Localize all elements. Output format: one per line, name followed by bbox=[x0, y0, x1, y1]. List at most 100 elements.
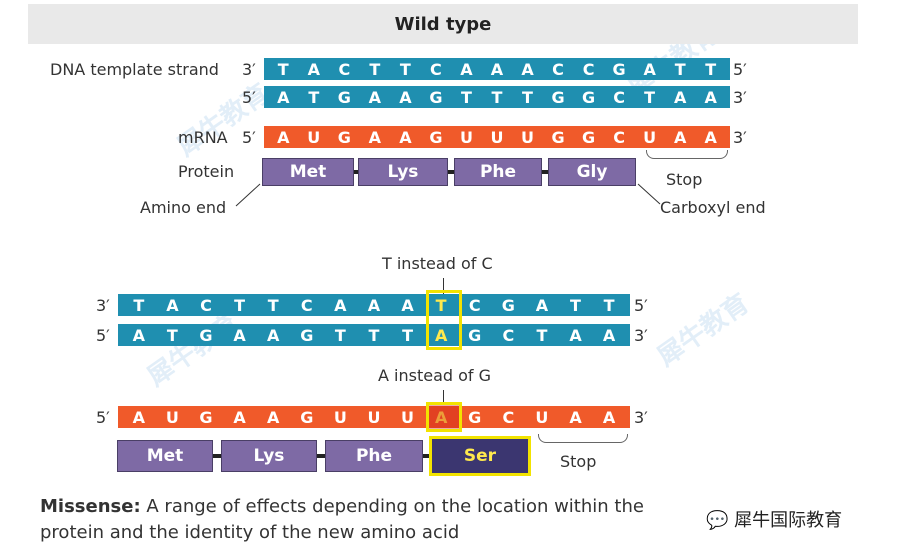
wild-mrna-base: U bbox=[643, 127, 657, 147]
mutant-template-base: G bbox=[501, 295, 515, 315]
m-amino-acid-2: Lys bbox=[221, 440, 317, 472]
wild-template-base: A bbox=[490, 59, 504, 79]
wild-coding-base: T bbox=[644, 87, 656, 107]
wild-template-base: A bbox=[643, 59, 656, 79]
wild-coding-base: G bbox=[551, 87, 565, 107]
coding-left-end: 5′ bbox=[242, 88, 256, 107]
mutant-coding-base: A bbox=[266, 325, 280, 345]
wild-coding-base: C bbox=[613, 87, 625, 107]
wild-coding-base: T bbox=[308, 87, 320, 107]
wild-mrna-base: G bbox=[337, 127, 351, 147]
wild-coding-base: A bbox=[399, 87, 412, 107]
m-stop-label: Stop bbox=[560, 452, 597, 471]
mutant-coding-base: T bbox=[402, 325, 413, 345]
m-coding-left-end: 5′ bbox=[96, 326, 110, 345]
mutant-mrna-base: C bbox=[502, 407, 515, 427]
wild-mrna-base: U bbox=[521, 127, 535, 147]
wild-template-base: A bbox=[307, 59, 320, 79]
wild-mrna-base: G bbox=[551, 127, 565, 147]
wild-coding-base: A bbox=[368, 87, 382, 107]
wild-coding-base: T bbox=[491, 87, 503, 107]
mutant-coding-base: G bbox=[468, 325, 482, 345]
mutant-coding-base: T bbox=[166, 325, 178, 345]
wild-template-base: T bbox=[399, 59, 411, 79]
watermark-text: 犀牛教育 bbox=[172, 78, 275, 163]
amino-acid-3: Phe bbox=[454, 158, 542, 186]
mutant-coding-base: A bbox=[434, 325, 448, 345]
mutant-template-base: A bbox=[334, 295, 347, 315]
mutant-coding-base: T bbox=[334, 325, 346, 345]
a-pointer-line bbox=[443, 390, 444, 404]
wild-template-base: T bbox=[277, 59, 289, 79]
mutant-coding-base: T bbox=[368, 325, 380, 345]
caption-term: Missense: bbox=[40, 496, 141, 517]
mutant-mrna-base: A bbox=[132, 407, 145, 427]
m-template-left-end: 3′ bbox=[96, 296, 110, 315]
stop-brace bbox=[646, 150, 728, 159]
mutant-mrna-base: G bbox=[199, 407, 213, 427]
brand-text: 犀牛国际教育 bbox=[734, 510, 843, 531]
mutant-coding-base: G bbox=[300, 325, 314, 345]
mrna-right-end: 3′ bbox=[733, 128, 747, 147]
m-stop-brace bbox=[538, 434, 628, 443]
protein-label: Protein bbox=[178, 162, 235, 181]
wild-coding-base: G bbox=[429, 87, 443, 107]
wechat-icon: 💬 bbox=[706, 510, 729, 531]
wild-coding-base: T bbox=[460, 87, 472, 107]
wild-mrna-base: A bbox=[277, 127, 290, 147]
amino-end-label: Amino end bbox=[140, 198, 227, 217]
wild-mrna-base: C bbox=[613, 127, 625, 147]
caption: Missense: A range of effects depending o… bbox=[40, 494, 700, 546]
wild-coding-base: A bbox=[673, 87, 687, 107]
m-amino-acid-3: Phe bbox=[325, 440, 423, 472]
mutant-template-base: T bbox=[603, 295, 615, 315]
mutant-mrna-base: G bbox=[468, 407, 482, 427]
mutant-mrna-base: U bbox=[367, 407, 381, 427]
mutant-template-base: C bbox=[468, 295, 481, 315]
mutant-coding-base: T bbox=[536, 325, 548, 345]
wild-template-base: C bbox=[430, 59, 442, 79]
wild-template-base: C bbox=[582, 59, 595, 79]
wild-mrna-base: U bbox=[490, 127, 504, 147]
mutant-mrna-base: G bbox=[300, 407, 314, 427]
coding-right-end: 3′ bbox=[733, 88, 747, 107]
mutant-coding-base: G bbox=[199, 325, 213, 345]
m-template-right-end: 5′ bbox=[634, 296, 648, 315]
mutant-template-base: A bbox=[367, 295, 381, 315]
wild-mrna-base: U bbox=[459, 127, 473, 147]
carboxyl-end-label: Carboxyl end bbox=[660, 198, 766, 217]
peptide-bond bbox=[213, 454, 221, 458]
mutant-mrna-base: U bbox=[165, 407, 179, 427]
mutant-coding-base: A bbox=[233, 325, 246, 345]
caption-line1: A range of effects depending on the loca… bbox=[140, 496, 644, 517]
mutant-template-base: A bbox=[401, 295, 414, 315]
wild-mrna-base: G bbox=[429, 127, 443, 147]
watermark-text: 犀牛教育 bbox=[142, 308, 245, 393]
wild-coding-base: G bbox=[582, 87, 596, 107]
wild-template-base: A bbox=[521, 59, 534, 79]
wild-mrna-base: A bbox=[399, 127, 412, 147]
wild-mrna-base: A bbox=[368, 127, 382, 147]
mutant-mrna-base: A bbox=[602, 407, 616, 427]
mutant-template-base: A bbox=[166, 295, 179, 315]
mutant-template-base: C bbox=[300, 295, 313, 315]
header-title: Wild type bbox=[394, 13, 492, 35]
wild-template-base: T bbox=[674, 59, 686, 79]
wild-template-base: T bbox=[705, 59, 717, 79]
a-instead-label: A instead of G bbox=[378, 366, 492, 385]
m-amino-acid-4-mutated: Ser bbox=[429, 436, 531, 476]
mutant-template-base: A bbox=[535, 295, 549, 315]
peptide-bond bbox=[448, 170, 454, 174]
mutant-coding-base: A bbox=[132, 325, 145, 345]
mutation-highlight-mrna bbox=[426, 402, 462, 432]
mutant-template-base: T bbox=[234, 295, 246, 315]
mutant-mrna-base: U bbox=[535, 407, 549, 427]
wild-mrna-base: A bbox=[704, 127, 717, 147]
header: Wild type bbox=[28, 4, 858, 44]
